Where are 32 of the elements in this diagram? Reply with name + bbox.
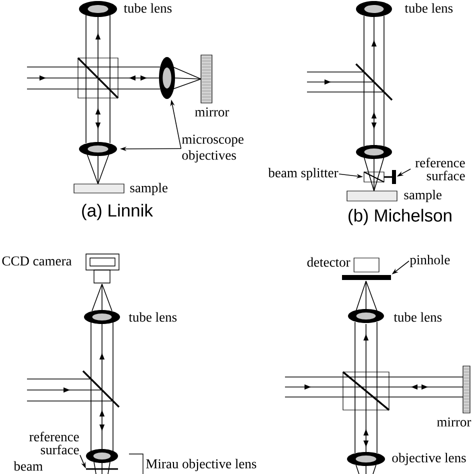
part-label: tube lens: [404, 3, 453, 13]
reference-mirror: [384, 170, 396, 184]
pinhole-plate: [342, 275, 391, 280]
lens: [84, 310, 120, 324]
part-label: pinhole: [410, 254, 450, 268]
part-label: CCD camera: [2, 256, 72, 266]
lens: [347, 452, 385, 466]
panel-caption: (a) Linnik: [82, 204, 153, 220]
part-label: tube lens: [128, 312, 177, 322]
lens: [356, 145, 392, 159]
part-label: Mirau objective lens: [146, 458, 256, 472]
lens: [79, 1, 117, 17]
part-label: tube lens: [394, 312, 442, 322]
part-label: reference surface: [29, 432, 79, 454]
part-label: detector: [307, 257, 350, 267]
beam-splitter-cube: [364, 171, 384, 183]
lens: [86, 449, 118, 463]
part-label: mirror: [436, 417, 472, 427]
part-label: objective lens: [392, 452, 466, 466]
part-label: sample: [404, 190, 442, 202]
part-label: beam splitter: [268, 168, 338, 180]
part-label: microscope objectives: [182, 134, 244, 162]
lens: [356, 1, 392, 17]
part-label: mirror: [194, 107, 230, 117]
part-label: beam: [14, 461, 43, 471]
lens: [348, 309, 384, 323]
part-label: tube lens: [124, 3, 172, 13]
lens: [159, 57, 175, 99]
part-label: reference surface: [415, 158, 465, 180]
lens: [79, 142, 117, 156]
part-label: sample: [130, 182, 168, 196]
panel-caption: (b) Michelson: [348, 208, 452, 226]
